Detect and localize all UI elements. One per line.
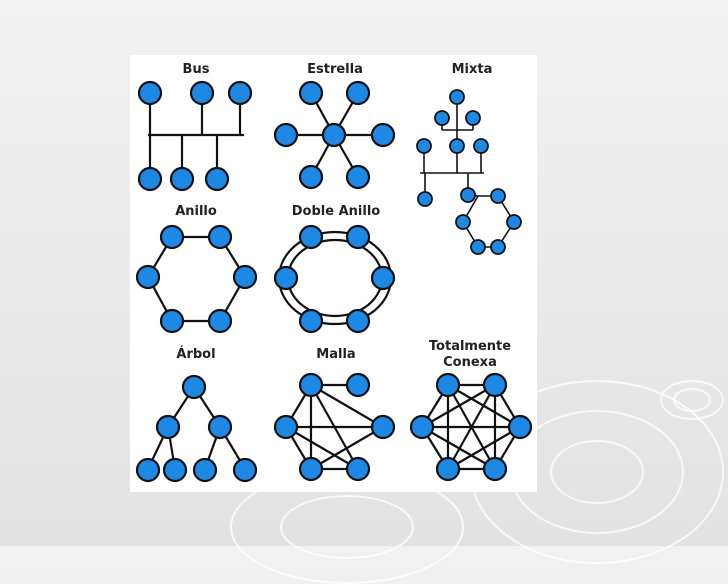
fully-connected-edge	[421, 426, 496, 470]
bus-node	[169, 166, 195, 192]
double-ring-node	[273, 265, 299, 291]
fully-connected-edge	[447, 426, 521, 470]
star-node	[298, 164, 324, 190]
star-node	[370, 122, 396, 148]
mixed-node	[416, 138, 432, 154]
mixed-node	[506, 214, 522, 230]
fully-connected-node	[409, 414, 435, 440]
tree-leaf-node	[192, 457, 218, 483]
ripple-ring	[280, 495, 414, 559]
star-node	[298, 80, 324, 106]
double-ring-node	[298, 224, 324, 250]
fully-connected-title-line1: Totalmente	[429, 339, 511, 354]
tree-root-node	[181, 374, 207, 400]
ripple-ring	[660, 380, 724, 420]
mixed-topology: Mixta	[416, 62, 522, 255]
double-ring-title: Doble Anillo	[292, 204, 381, 219]
fully-connected-node	[482, 456, 508, 482]
mixed-node	[465, 110, 481, 126]
ring-node	[135, 264, 161, 290]
bus-title: Bus	[183, 62, 210, 77]
mixed-node	[449, 138, 465, 154]
double-ring-node	[370, 265, 396, 291]
mixed-title: Mixta	[452, 62, 493, 77]
mixed-node	[460, 187, 476, 203]
mesh-node	[370, 414, 396, 440]
network-topologies-figure: Bus Estrella Mixta	[130, 55, 537, 492]
ring-topology: Anillo	[135, 204, 258, 334]
fully-connected-node	[507, 414, 533, 440]
ripple-ring	[673, 388, 711, 412]
fully-connected-edge	[421, 384, 496, 428]
mesh-node	[345, 456, 371, 482]
mixed-node	[470, 239, 486, 255]
mesh-node	[345, 372, 371, 398]
mixed-node	[434, 110, 450, 126]
ripple-ring	[550, 440, 644, 504]
fully-connected-node	[482, 372, 508, 398]
ring-node	[159, 224, 185, 250]
ring-title: Anillo	[175, 204, 217, 219]
star-node	[345, 80, 371, 106]
double-ring-node	[345, 308, 371, 334]
double-ring-node	[298, 308, 324, 334]
double-ring-topology: Doble Anillo	[273, 204, 396, 334]
bus-node	[204, 166, 230, 192]
bus-node	[137, 80, 163, 106]
fully-connected-title-line2: Conexa	[443, 355, 497, 370]
fully-connected-topology: Totalmente Conexa	[409, 339, 533, 482]
mesh-node	[273, 414, 299, 440]
topologies-diagram: Bus Estrella Mixta	[135, 62, 533, 483]
mixed-node	[490, 188, 506, 204]
bus-node	[137, 166, 163, 192]
ring-node	[159, 308, 185, 334]
mesh-title: Malla	[316, 347, 355, 362]
mixed-node	[490, 239, 506, 255]
tree-title: Árbol	[176, 346, 215, 362]
bus-topology: Bus	[137, 62, 253, 192]
fully-connected-node	[435, 372, 461, 398]
tree-node	[207, 414, 233, 440]
mesh-topology: Malla	[273, 347, 396, 482]
bus-node	[189, 80, 215, 106]
double-ring-node	[345, 224, 371, 250]
fully-connected-node	[435, 456, 461, 482]
star-title: Estrella	[307, 62, 363, 77]
ring-node	[207, 308, 233, 334]
star-hub-node	[321, 122, 347, 148]
mixed-node	[473, 138, 489, 154]
bus-node	[227, 80, 253, 106]
mixed-node	[449, 89, 465, 105]
star-node	[345, 164, 371, 190]
mixed-node	[417, 191, 433, 207]
ring-node	[232, 264, 258, 290]
tree-topology: Árbol	[135, 346, 258, 483]
tree-leaf-node	[232, 457, 258, 483]
star-node	[273, 122, 299, 148]
mixed-node	[455, 214, 471, 230]
tree-leaf-node	[162, 457, 188, 483]
mesh-node	[298, 372, 324, 398]
tree-leaf-node	[135, 457, 161, 483]
mesh-node	[298, 456, 324, 482]
star-topology: Estrella	[273, 62, 396, 190]
tree-node	[155, 414, 181, 440]
ring-node	[207, 224, 233, 250]
